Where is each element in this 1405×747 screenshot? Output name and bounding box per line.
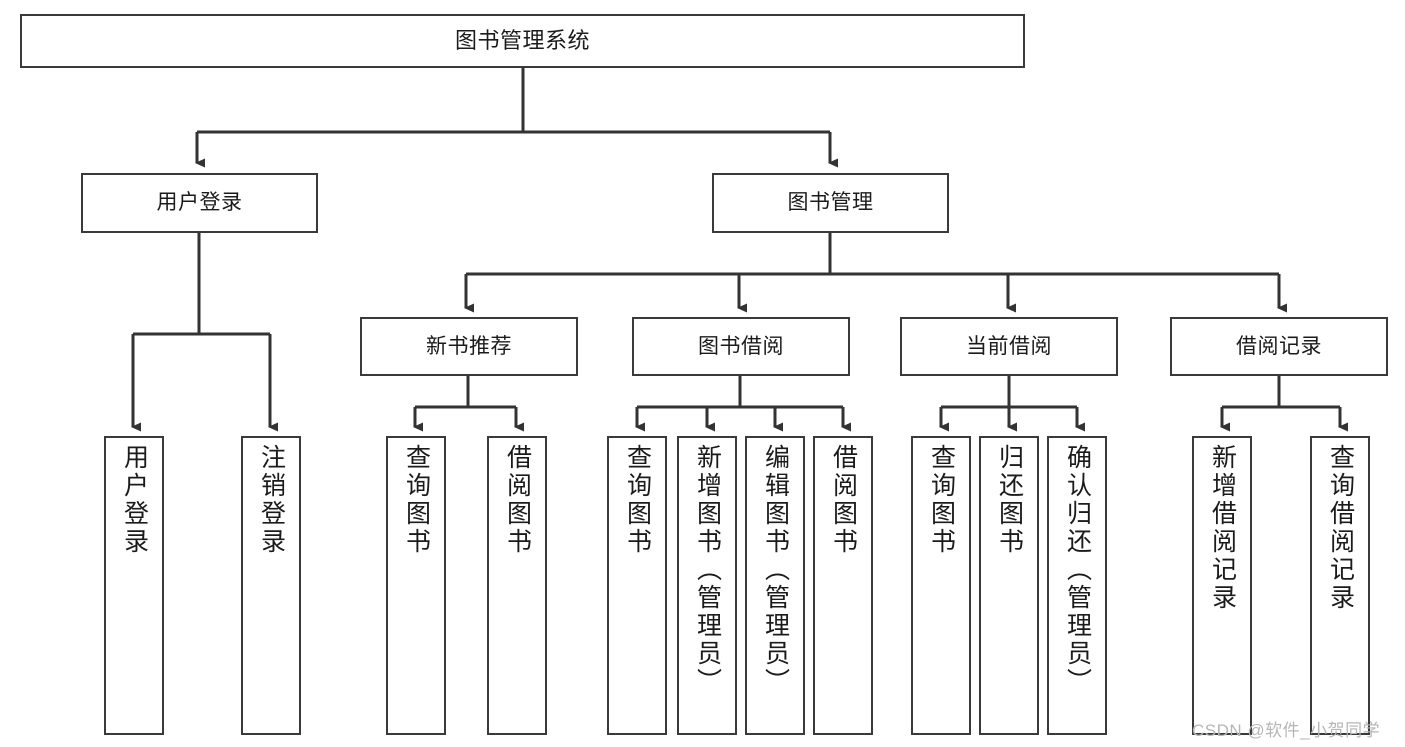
node-label: 图书借阅: [698, 334, 784, 358]
leaf-node-query-book-1[interactable]: 查询图书: [386, 436, 446, 735]
node-borrow-record[interactable]: 借阅记录: [1170, 317, 1388, 376]
leaf-node-query-book-2[interactable]: 查询图书: [607, 436, 667, 735]
leaf-node-borrow-book-2[interactable]: 借阅图书: [813, 436, 873, 735]
node-root-book-management-system[interactable]: 图书管理系统: [20, 14, 1025, 68]
leaf-node-logout-login[interactable]: 注销登录: [241, 436, 301, 735]
node-label: 归还图书: [995, 444, 1024, 556]
node-label: 当前借阅: [966, 334, 1052, 358]
node-label: 图书管理: [787, 191, 874, 215]
leaf-node-edit-book[interactable]: 编辑图书（管理员）: [745, 436, 805, 735]
node-book-borrow[interactable]: 图书借阅: [632, 317, 850, 376]
node-label: 图书管理系统: [454, 27, 590, 53]
node-current-borrow[interactable]: 当前借阅: [900, 317, 1118, 376]
leaf-node-confirm-return[interactable]: 确认归还（管理员）: [1047, 436, 1107, 735]
node-label: 新增图书（管理员）: [693, 444, 722, 696]
node-label: 编辑图书（管理员）: [761, 444, 790, 696]
node-label: 查询图书: [927, 444, 956, 556]
node-label: 借阅记录: [1236, 334, 1322, 358]
node-new-book-recommend[interactable]: 新书推荐: [360, 317, 578, 376]
leaf-node-return-book[interactable]: 归还图书: [979, 436, 1039, 735]
node-label: 借阅图书: [503, 444, 532, 556]
csdn-watermark: CSDN @软件_小贺同学: [1192, 721, 1381, 740]
leaf-node-user-login[interactable]: 用户登录: [104, 436, 164, 735]
leaf-node-borrow-book-1[interactable]: 借阅图书: [487, 436, 547, 735]
leaf-node-add-book[interactable]: 新增图书（管理员）: [677, 436, 737, 735]
leaf-node-query-borrow-record[interactable]: 查询借阅记录: [1310, 436, 1370, 735]
node-label: 注销登录: [257, 444, 286, 556]
node-label: 新书推荐: [426, 334, 512, 358]
node-label: 新增借阅记录: [1208, 444, 1237, 612]
node-book-management[interactable]: 图书管理: [712, 173, 949, 233]
node-label: 确认归还（管理员）: [1063, 444, 1092, 696]
leaf-node-add-borrow-record[interactable]: 新增借阅记录: [1192, 436, 1252, 735]
node-label: 借阅图书: [829, 444, 858, 556]
node-label: 查询借阅记录: [1326, 444, 1355, 612]
node-label: 查询图书: [623, 444, 652, 556]
node-user-login[interactable]: 用户登录: [81, 173, 318, 233]
leaf-node-query-book-3[interactable]: 查询图书: [911, 436, 971, 735]
node-label: 用户登录: [156, 191, 243, 215]
node-label: 用户登录: [120, 444, 149, 556]
node-label: 查询图书: [402, 444, 431, 556]
